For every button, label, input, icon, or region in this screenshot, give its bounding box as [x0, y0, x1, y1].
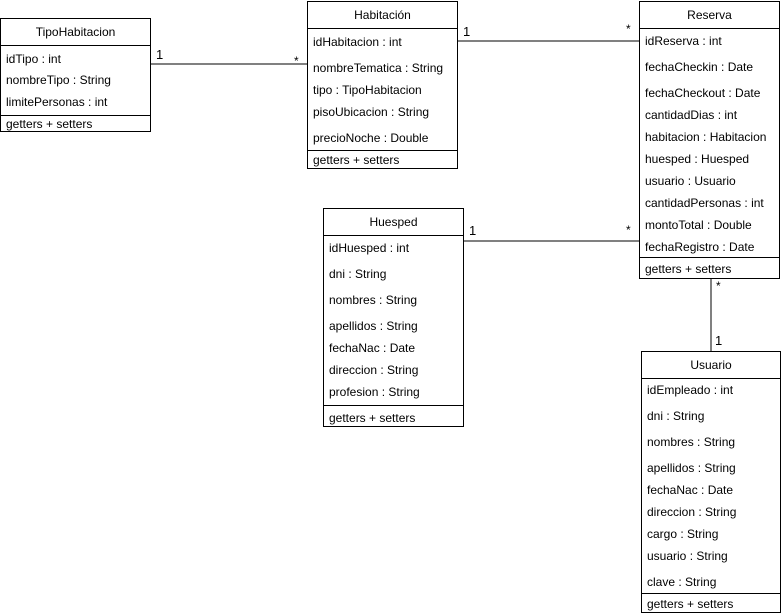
divider — [640, 257, 779, 258]
attribute: clave : String — [647, 575, 717, 589]
divider — [1, 115, 150, 116]
attribute: cantidadPersonas : int — [645, 196, 764, 210]
class-huesped[interactable]: Huesped idHuesped : int dni : String nom… — [323, 208, 464, 427]
methods: getters + setters — [645, 262, 732, 276]
attribute: apellidos : String — [647, 461, 736, 475]
class-name: Huesped — [369, 215, 418, 229]
divider — [324, 405, 463, 406]
mult-habitacion-star-left: * — [294, 54, 299, 68]
mult-usuario-1: 1 — [715, 333, 723, 348]
attribute: cargo : String — [647, 527, 719, 541]
class-usuario[interactable]: Usuario idEmpleado : int dni : String no… — [641, 351, 781, 613]
attribute: idReserva : int — [645, 34, 722, 48]
methods: getters + setters — [647, 597, 734, 611]
attribute: limitePersonas : int — [6, 95, 108, 109]
methods: getters + setters — [6, 117, 93, 131]
class-name: TipoHabitacion — [35, 25, 116, 39]
mult-habitacion-1: 1 — [463, 24, 471, 39]
divider — [308, 28, 457, 29]
attribute: idEmpleado : int — [647, 383, 734, 397]
attribute: dni : String — [329, 267, 387, 281]
divider — [324, 235, 463, 236]
attribute: direccion : String — [647, 505, 737, 519]
divider — [308, 150, 457, 151]
attribute: nombres : String — [329, 293, 418, 307]
divider — [640, 28, 779, 29]
attribute: nombreTematica : String — [313, 61, 444, 75]
class-reserva[interactable]: Reserva idReserva : int fechaCheckin : D… — [639, 1, 780, 279]
class-name: Habitación — [354, 8, 411, 22]
attribute: profesion : String — [329, 385, 420, 399]
attribute: tipo : TipoHabitacion — [313, 83, 422, 97]
mult-tipohabitacion-1: 1 — [156, 47, 164, 62]
attribute: precioNoche : Double — [313, 131, 429, 145]
attribute: fechaRegistro : Date — [645, 240, 755, 254]
attribute: fechaCheckout : Date — [645, 86, 761, 100]
attribute: usuario : String — [647, 549, 728, 563]
attribute: montoTotal : Double — [645, 218, 752, 232]
methods: getters + setters — [313, 153, 400, 167]
attribute: cantidadDias : int — [645, 108, 738, 122]
mult-reserva-star-mid: * — [626, 223, 631, 237]
attribute: idHabitacion : int — [313, 35, 402, 49]
class-name: Usuario — [690, 358, 732, 372]
attribute: usuario : Usuario — [645, 174, 736, 188]
mult-reserva-star-bottom: * — [716, 279, 721, 293]
attribute: direccion : String — [329, 363, 419, 377]
attribute: fechaCheckin : Date — [645, 60, 754, 74]
mult-reserva-star-top: * — [626, 22, 631, 36]
mult-huesped-1: 1 — [469, 223, 477, 238]
attribute: idTipo : int — [6, 52, 61, 66]
attribute: dni : String — [647, 409, 705, 423]
attribute: apellidos : String — [329, 319, 418, 333]
class-tipohabitacion[interactable]: TipoHabitacion idTipo : int nombreTipo :… — [0, 18, 151, 132]
attribute: huesped : Huesped — [645, 152, 750, 166]
methods: getters + setters — [329, 411, 416, 425]
attribute: fechaNac : Date — [329, 341, 416, 355]
divider — [1, 45, 150, 46]
attribute: nombreTipo : String — [6, 73, 111, 87]
attribute: habitacion : Habitacion — [645, 130, 767, 144]
divider — [642, 593, 780, 594]
class-name: Reserva — [687, 8, 732, 22]
attribute: fechaNac : Date — [647, 483, 734, 497]
divider — [642, 378, 780, 379]
attribute: idHuesped : int — [329, 241, 410, 255]
attribute: pisoUbicacion : String — [313, 105, 430, 119]
class-habitacion[interactable]: Habitación idHabitacion : int nombreTema… — [307, 1, 458, 169]
attribute: nombres : String — [647, 435, 736, 449]
